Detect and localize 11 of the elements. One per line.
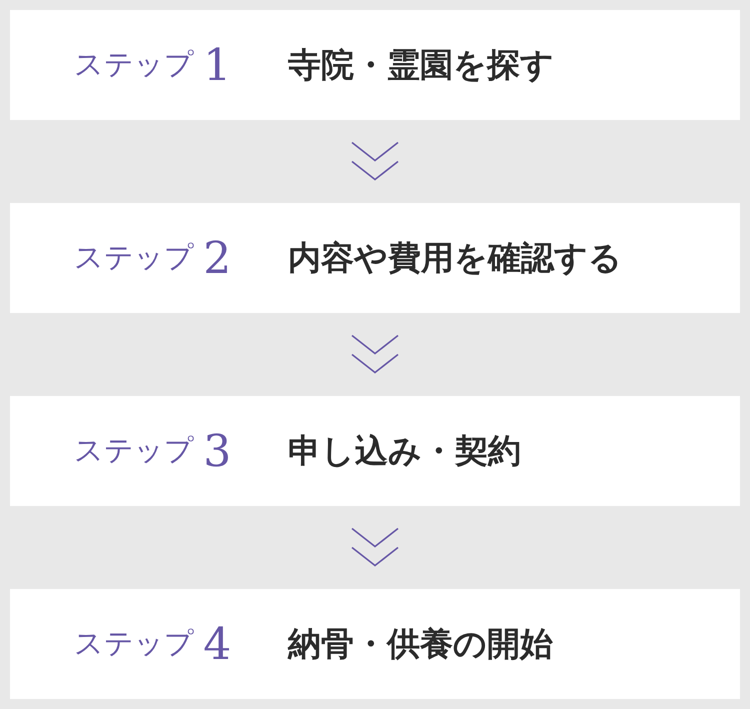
step-label: ステップ 3 (74, 424, 232, 478)
step-title: 内容や費用を確認する (288, 236, 622, 278)
chevron-arrow (351, 528, 399, 567)
step-label: ステップ 1 (74, 38, 232, 92)
chevron-arrow (351, 334, 399, 374)
step-label: ステップ 4 (74, 618, 232, 672)
step-title: 寺院・霊園を探す (288, 44, 554, 86)
step-label: ステップ 2 (74, 232, 232, 286)
chevron-arrow (351, 142, 399, 181)
step-title: 納骨・供養の開始 (288, 622, 553, 664)
step-title: 申し込み・契約 (288, 430, 521, 472)
